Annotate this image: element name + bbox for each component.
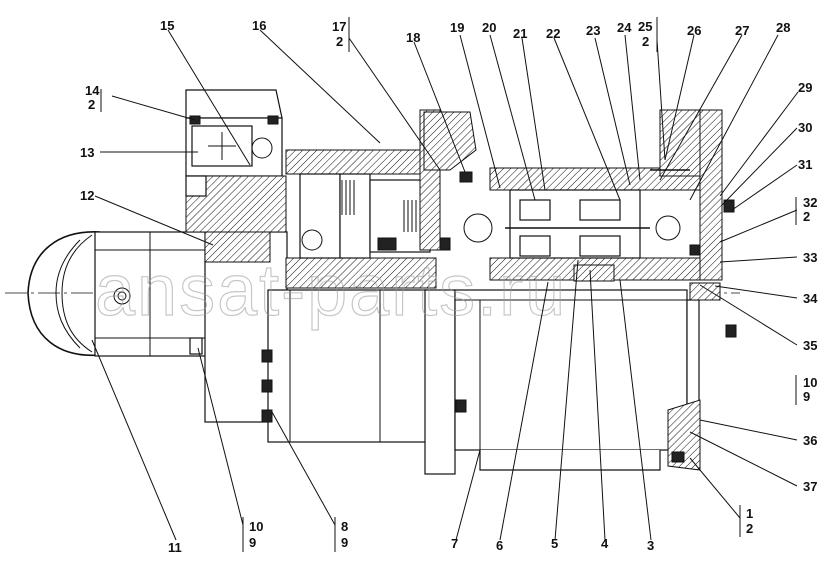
callout-32: 32 2 (795, 195, 817, 225)
callout-17: 17 2 (332, 17, 350, 52)
callout-8-den: 9 (341, 535, 348, 550)
callout-30: 30 (798, 120, 812, 135)
drum-end-flange (667, 324, 737, 471)
callout-18: 18 (406, 30, 420, 45)
callout-25-den: 2 (642, 34, 649, 49)
callout-25-num: 25 (638, 19, 652, 34)
callout-8: 8 9 (334, 517, 348, 552)
callout-10-right-den: 9 (803, 389, 810, 404)
callout-24: 24 (617, 20, 632, 35)
callout-15: 15 (160, 18, 174, 33)
callout-14: 14 2 (85, 83, 102, 112)
callout-26: 26 (687, 23, 701, 38)
callout-29: 29 (798, 80, 812, 95)
callout-3: 3 (647, 538, 654, 553)
callout-17-den: 2 (336, 34, 343, 49)
callout-10-left-num: 10 (249, 519, 263, 534)
callout-16: 16 (252, 18, 266, 33)
callout-10-right-num: 10 (803, 375, 817, 390)
callout-1-num: 1 (746, 506, 753, 521)
leader-lines (91, 29, 799, 541)
callout-7: 7 (451, 536, 458, 551)
callout-1: 1 2 (739, 505, 753, 537)
callout-32-num: 32 (803, 195, 817, 210)
callout-11: 11 (168, 540, 182, 555)
callout-13: 13 (80, 145, 94, 160)
callout-22: 22 (546, 26, 560, 41)
callout-35: 35 (803, 338, 817, 353)
callout-8-num: 8 (341, 519, 348, 534)
callout-31: 31 (798, 157, 812, 172)
gear-train (285, 109, 477, 289)
callout-36: 36 (803, 433, 817, 448)
callout-10-right: 10 9 (795, 375, 817, 405)
callout-19: 19 (450, 20, 464, 35)
callout-21: 21 (513, 26, 527, 41)
callout-33: 33 (803, 250, 817, 265)
callout-23: 23 (586, 23, 600, 38)
callout-12: 12 (80, 188, 94, 203)
callout-37: 37 (803, 479, 817, 494)
callout-6: 6 (496, 538, 503, 553)
callout-25: 25 2 (638, 17, 658, 52)
callout-34: 34 (803, 291, 818, 306)
callout-20: 20 (482, 20, 496, 35)
callout-14-num: 14 (85, 83, 100, 98)
hydraulic-motor (27, 231, 214, 357)
callout-32-den: 2 (803, 209, 810, 224)
callout-4: 4 (601, 536, 609, 551)
callout-17-num: 17 (332, 19, 346, 34)
callout-28: 28 (776, 20, 790, 35)
callout-5: 5 (551, 536, 558, 551)
drum (424, 289, 700, 475)
callout-10-left-den: 9 (249, 535, 256, 550)
callout-10-left: 10 9 (242, 517, 263, 552)
callout-14-den: 2 (88, 97, 95, 112)
watermark: ansat-parts.ru (95, 251, 567, 331)
callout-27: 27 (735, 23, 749, 38)
valve-block (185, 89, 287, 233)
left-housing (189, 214, 429, 443)
callouts: 15 16 17 2 18 19 20 21 22 23 24 25 2 26 … (80, 17, 818, 555)
callout-1-den: 2 (746, 521, 753, 536)
